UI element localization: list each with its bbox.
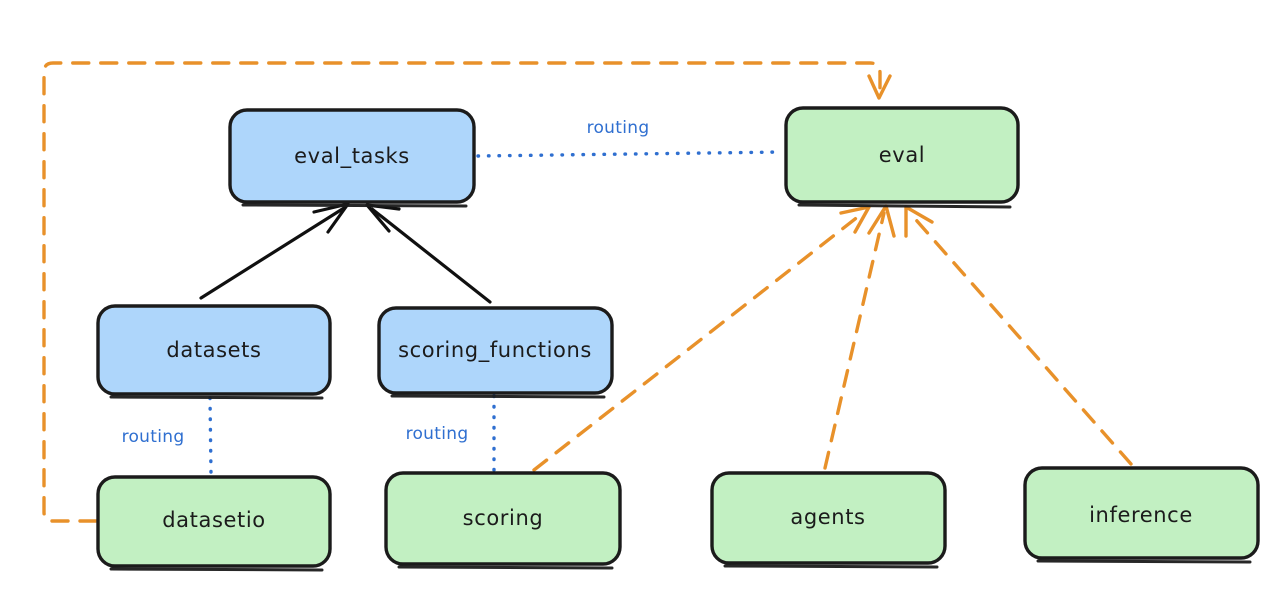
node-agents-label: agents <box>790 505 865 529</box>
node-datasets[interactable]: datasets <box>96 304 332 400</box>
node-scoring-box[interactable] <box>384 471 622 566</box>
node-eval-tasks-box[interactable] <box>228 108 476 204</box>
node-eval-label: eval <box>879 143 925 167</box>
edge-inference-to-eval <box>904 205 1133 466</box>
node-eval-box[interactable] <box>784 106 1020 204</box>
edge-path-inference-eval <box>908 211 1133 466</box>
node-eval-tasks-label: eval_tasks <box>294 144 410 169</box>
edge-path-datasets-eval-tasks <box>199 206 346 300</box>
edge-agents-to-eval <box>823 204 896 470</box>
edge-datasets-to-eval-tasks <box>199 202 350 300</box>
node-inference[interactable]: inference <box>1023 466 1260 564</box>
edge-datasetio-to-eval <box>42 61 892 523</box>
edge-path-datasetio-eval <box>42 61 882 523</box>
edge-path-datasets-datasetio-routing <box>208 396 213 476</box>
node-inference-shadow <box>1036 559 1252 564</box>
node-scoring-functions-shadow <box>390 394 606 399</box>
node-scoring-shadow <box>397 565 614 570</box>
edge-path-eval-tasks-eval-routing <box>476 150 784 158</box>
node-scoring-functions-box[interactable] <box>377 306 614 395</box>
node-eval-tasks[interactable]: eval_tasks <box>228 108 476 208</box>
node-datasetio-shadow <box>109 567 324 572</box>
arrowhead-datasetio-eval <box>867 74 892 100</box>
node-scoring-functions-label: scoring_functions <box>398 338 592 363</box>
node-datasets-shadow <box>109 395 324 400</box>
edge-path-scoringfn-eval-tasks <box>370 207 492 304</box>
node-inference-box[interactable] <box>1023 466 1260 560</box>
edge-label-routing-datasets-datasetio: routing <box>122 427 185 447</box>
node-layer: eval_tasks eval datasets scoring_functio… <box>96 106 1260 572</box>
node-datasets-box[interactable] <box>96 304 332 396</box>
node-datasets-label: datasets <box>166 338 261 362</box>
node-scoring-label: scoring <box>463 506 544 530</box>
node-scoring-functions[interactable]: scoring_functions <box>377 306 614 399</box>
edge-path-scoring-eval <box>532 210 866 472</box>
node-eval-tasks-shadow <box>241 203 468 208</box>
node-eval[interactable]: eval <box>784 106 1020 209</box>
edge-scoring-functions-to-eval-tasks <box>365 203 492 304</box>
node-datasetio-label: datasetio <box>162 508 265 532</box>
edge-label-routing-scoring-functions-scoring: routing <box>406 424 469 444</box>
edge-label-layer: routing routing routing <box>122 118 650 447</box>
edge-path-agents-eval <box>823 211 886 470</box>
edge-label-routing-eval-tasks-eval: routing <box>587 118 650 138</box>
node-agents[interactable]: agents <box>710 471 947 569</box>
node-datasetio[interactable]: datasetio <box>96 475 332 572</box>
node-inference-label: inference <box>1089 503 1193 527</box>
node-agents-shadow <box>723 564 939 569</box>
node-scoring[interactable]: scoring <box>384 471 622 570</box>
node-eval-shadow <box>797 203 1012 209</box>
node-datasetio-box[interactable] <box>96 475 332 568</box>
node-agents-box[interactable] <box>710 471 947 565</box>
